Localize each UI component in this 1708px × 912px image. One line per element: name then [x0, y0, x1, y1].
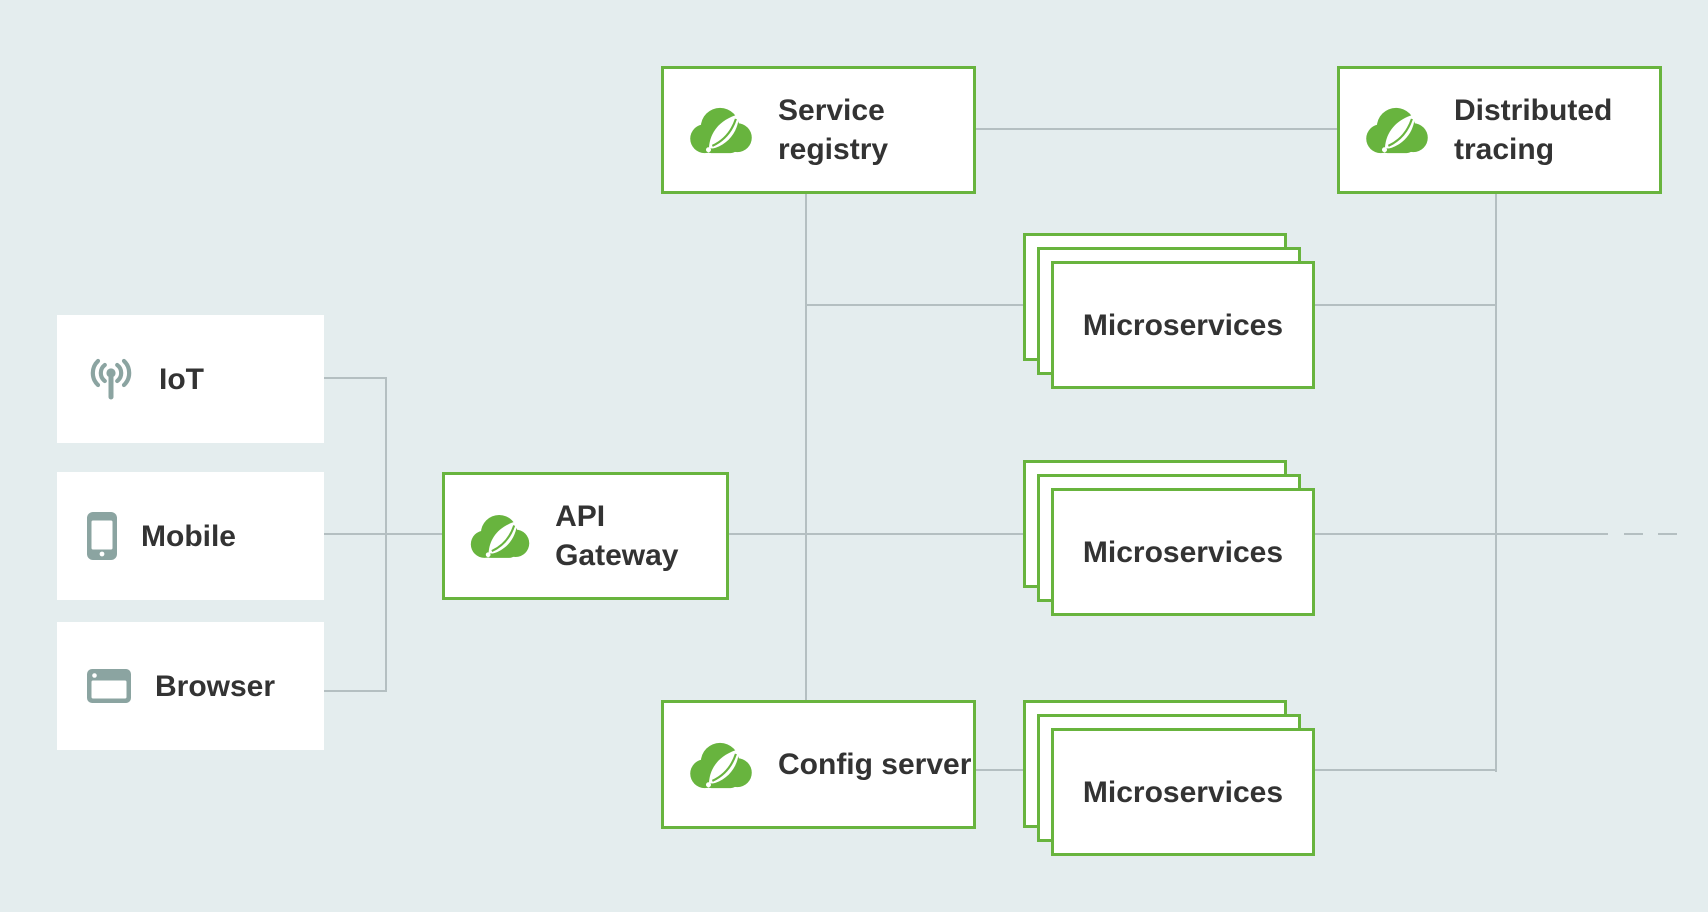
stack-layer-front: Microservices — [1051, 261, 1315, 389]
node-config-server: Config server — [661, 700, 976, 829]
node-distributed-tracing: Distributed tracing — [1337, 66, 1662, 194]
node-label: Distributed tracing — [1454, 94, 1613, 166]
node-microservices-stack-top: Microservices — [1023, 233, 1317, 391]
connector-tracing-vertical — [1495, 194, 1497, 772]
connector-gateway-to-microservices — [729, 533, 1023, 535]
connector-browser-to-hub — [324, 690, 386, 692]
connector-microservices-middle-right — [1315, 533, 1608, 535]
connector-iot-to-hub — [324, 377, 386, 379]
connector-registry-to-config-vertical — [805, 194, 807, 701]
connector-mobile-to-gateway — [324, 533, 442, 535]
stack-layer-front: Microservices — [1051, 728, 1315, 856]
connector-microservices-top-to-tracing — [1315, 304, 1497, 306]
node-label: Microservices — [1082, 308, 1284, 342]
node-label: Config server — [778, 748, 972, 781]
stack-layer-front: Microservices — [1051, 488, 1315, 616]
node-iot: IoT — [57, 315, 324, 443]
node-label: Microservices — [1082, 775, 1284, 809]
mobile-phone-icon — [87, 512, 117, 560]
connector-dash-segment — [1658, 533, 1677, 535]
node-label: Mobile — [141, 519, 236, 553]
spring-cloud-icon — [690, 107, 752, 154]
connector-dash-segment — [1624, 533, 1643, 535]
connector-microservices-bottom-to-tracing — [1315, 769, 1497, 771]
node-browser: Browser — [57, 622, 324, 750]
node-label: Microservices — [1082, 535, 1284, 569]
iot-antenna-icon — [90, 358, 132, 400]
node-api-gateway: API Gateway — [442, 472, 729, 600]
connector-registry-to-microservices-top — [805, 304, 1023, 306]
node-label: Service registry — [778, 94, 889, 166]
node-mobile: Mobile — [57, 472, 324, 600]
spring-cloud-icon — [470, 515, 530, 558]
spring-cloud-icon — [690, 742, 752, 788]
node-microservices-stack-bottom: Microservices — [1023, 700, 1317, 858]
node-microservices-stack-middle: Microservices — [1023, 460, 1317, 618]
node-label: Browser — [155, 669, 276, 703]
node-label: IoT — [159, 362, 204, 396]
node-service-registry: Service registry — [661, 66, 976, 194]
browser-window-icon — [87, 669, 131, 703]
connector-registry-to-tracing — [976, 128, 1337, 130]
connector-config-to-microservices-bottom — [975, 769, 1023, 771]
node-label: API Gateway — [555, 500, 679, 572]
spring-cloud-icon — [1366, 107, 1428, 154]
